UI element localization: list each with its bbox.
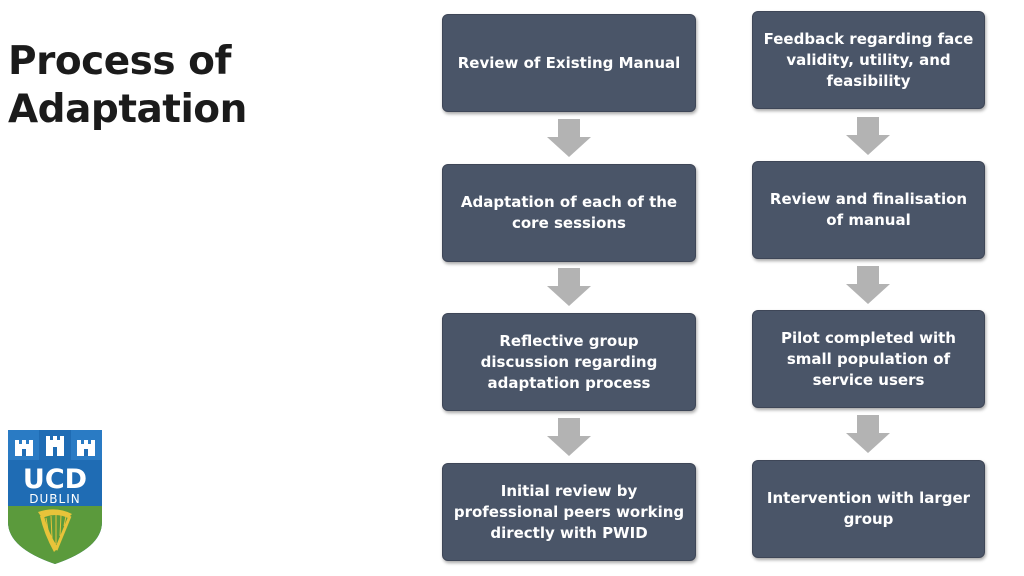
down-arrow-icon: [547, 268, 591, 306]
step-label: Intervention with larger group: [766, 489, 971, 528]
step-label: Review of Existing Manual: [457, 53, 681, 72]
step-label: Review and finalisation of manual: [769, 190, 968, 229]
step-box-right-1: Feedback regarding face validity, utilit…: [752, 11, 985, 109]
title-line-2: Adaptation: [8, 87, 247, 132]
step-box-left-2: Adaptation of each of the core sessions: [442, 164, 696, 262]
step-box-right-3: Pilot completed with small population of…: [752, 310, 985, 408]
step-label: Reflective group discussion regarding ad…: [480, 331, 658, 392]
step-label: Feedback regarding face validity, utilit…: [763, 29, 974, 90]
logo-text-dublin: DUBLIN: [29, 492, 80, 506]
step-box-right-4: Intervention with larger group: [752, 460, 985, 558]
down-arrow-icon: [846, 266, 890, 304]
step-box-left-1: Review of Existing Manual: [442, 14, 696, 112]
slide-title: Process of Adaptation: [8, 38, 247, 134]
harp-icon: [38, 509, 72, 552]
logo-text-ucd: UCD: [23, 464, 87, 495]
step-label: Adaptation of each of the core sessions: [460, 193, 678, 232]
step-label: Initial review by professional peers wor…: [453, 481, 685, 542]
step-box-left-4: Initial review by professional peers wor…: [442, 463, 696, 561]
step-label: Pilot completed with small population of…: [780, 328, 956, 389]
down-arrow-icon: [846, 415, 890, 453]
down-arrow-icon: [547, 418, 591, 456]
ucd-logo: UCD DUBLIN: [8, 430, 102, 564]
down-arrow-icon: [547, 119, 591, 157]
step-box-left-3: Reflective group discussion regarding ad…: [442, 313, 696, 411]
title-line-1: Process of: [8, 39, 231, 84]
step-box-right-2: Review and finalisation of manual: [752, 161, 985, 259]
down-arrow-icon: [846, 117, 890, 155]
